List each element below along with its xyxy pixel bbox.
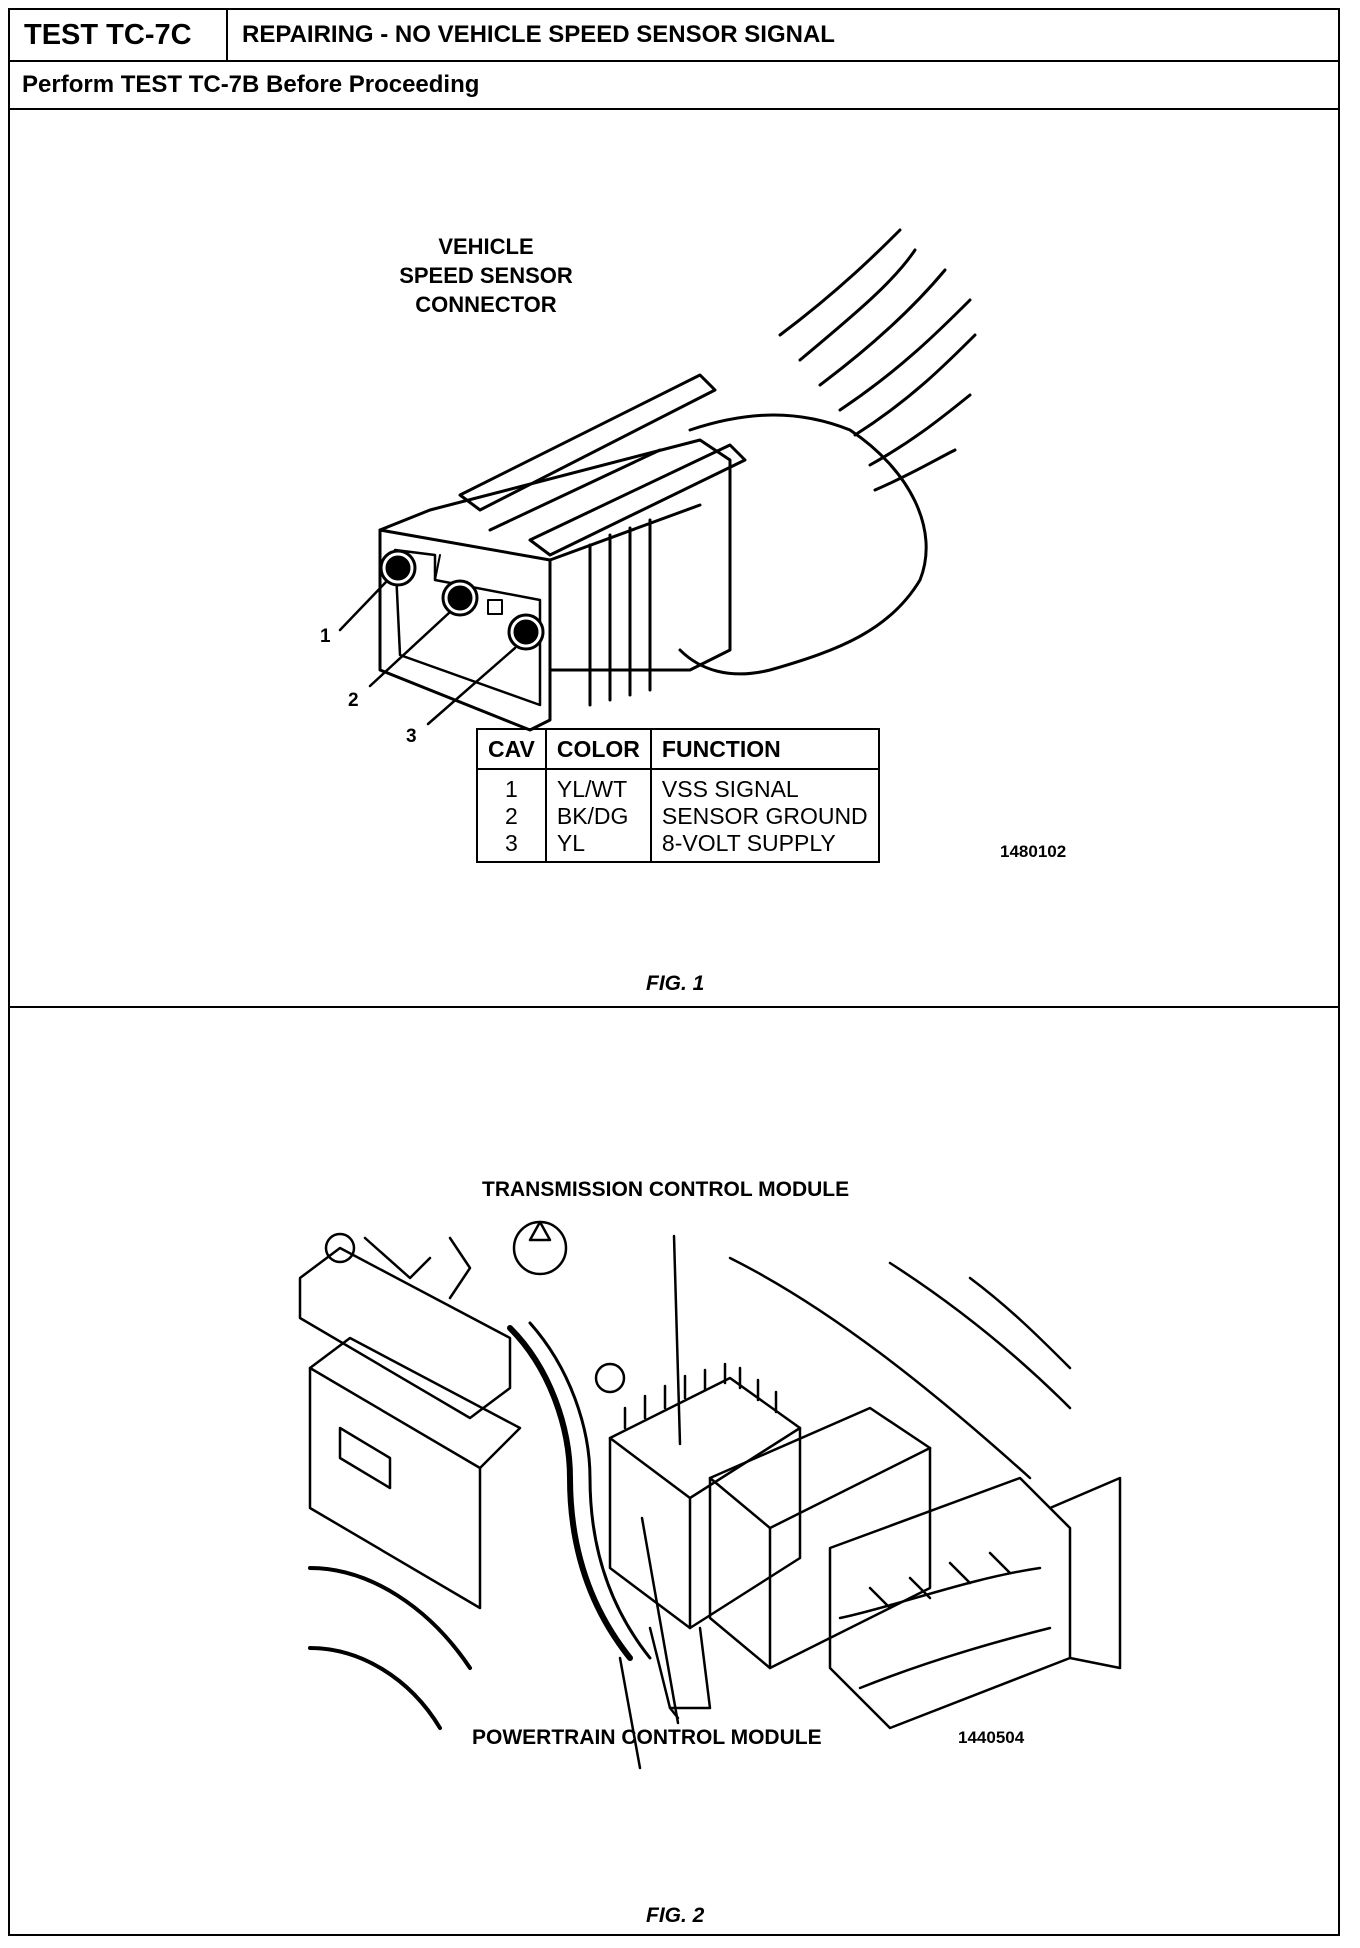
pinout-function: SENSOR GROUND (661, 803, 868, 829)
pinout-color: BK/DG (545, 803, 652, 830)
test-title: REPAIRING - NO VEHICLE SPEED SENSOR SIGN… (242, 21, 835, 48)
table-row: 2 BK/DG SENSOR GROUND (477, 803, 879, 830)
tcm-label: TRANSMISSION CONTROL MODULE (482, 1178, 850, 1201)
figure-1-panel: VEHICLE SPEED SENSOR CONNECTOR 1 2 3 CAV… (10, 110, 1338, 1008)
figure-2-caption: FIG. 2 (646, 1904, 705, 1927)
figure-1-number: 1480102 (1000, 842, 1067, 861)
prerequisite-note: Perform TEST TC-7B Before Proceeding (10, 62, 1338, 110)
cavity-callout-3: 3 (406, 726, 417, 747)
pinout-cav: 2 (477, 803, 547, 830)
test-sheet: TEST TC-7C REPAIRING - NO VEHICLE SPEED … (8, 8, 1340, 1936)
pinout-cav: 1 (477, 769, 547, 803)
speed-sensor-connector-drawing (338, 228, 977, 732)
connector-label-line-1: VEHICLE (438, 234, 534, 259)
connector-label-line-2: SPEED SENSOR (399, 263, 573, 288)
connector-label-line-3: CONNECTOR (415, 292, 557, 317)
engine-compartment-drawing (298, 1220, 1122, 1770)
table-row: 1 YL/WT VSS SIGNAL (477, 769, 879, 803)
header-row: TEST TC-7C REPAIRING - NO VEHICLE SPEED … (10, 10, 1338, 62)
cavity-callout-2: 2 (348, 690, 359, 711)
pcm-label: POWERTRAIN CONTROL MODULE (472, 1726, 822, 1749)
figure-1-caption: FIG. 1 (646, 972, 705, 995)
figure-2-panel: TRANSMISSION CONTROL MODULE POWERTRAIN C… (10, 1008, 1338, 1934)
pinout-function: VSS SIGNAL (661, 776, 799, 802)
pinout-header-color: COLOR (545, 729, 652, 770)
figure-2-number: 1440504 (958, 1728, 1025, 1747)
pinout-cav: 3 (477, 830, 547, 862)
cavity-callout-1: 1 (320, 626, 331, 647)
pinout-header-cav: CAV (477, 729, 547, 770)
pinout-color: YL (545, 830, 652, 862)
table-row: 3 YL 8-VOLT SUPPLY (477, 830, 879, 862)
pinout-header-row: CAV COLOR FUNCTION (477, 729, 879, 770)
connector-label: VEHICLE SPEED SENSOR CONNECTOR (386, 232, 586, 319)
pinout-table: CAV COLOR FUNCTION 1 YL/WT VSS SIGNAL 2 … (476, 728, 880, 863)
pinout-header-function: FUNCTION (650, 729, 879, 770)
pinout-color: YL/WT (545, 769, 652, 803)
test-id: TEST TC-7C (10, 10, 228, 60)
pinout-function: 8-VOLT SUPPLY (661, 830, 836, 856)
